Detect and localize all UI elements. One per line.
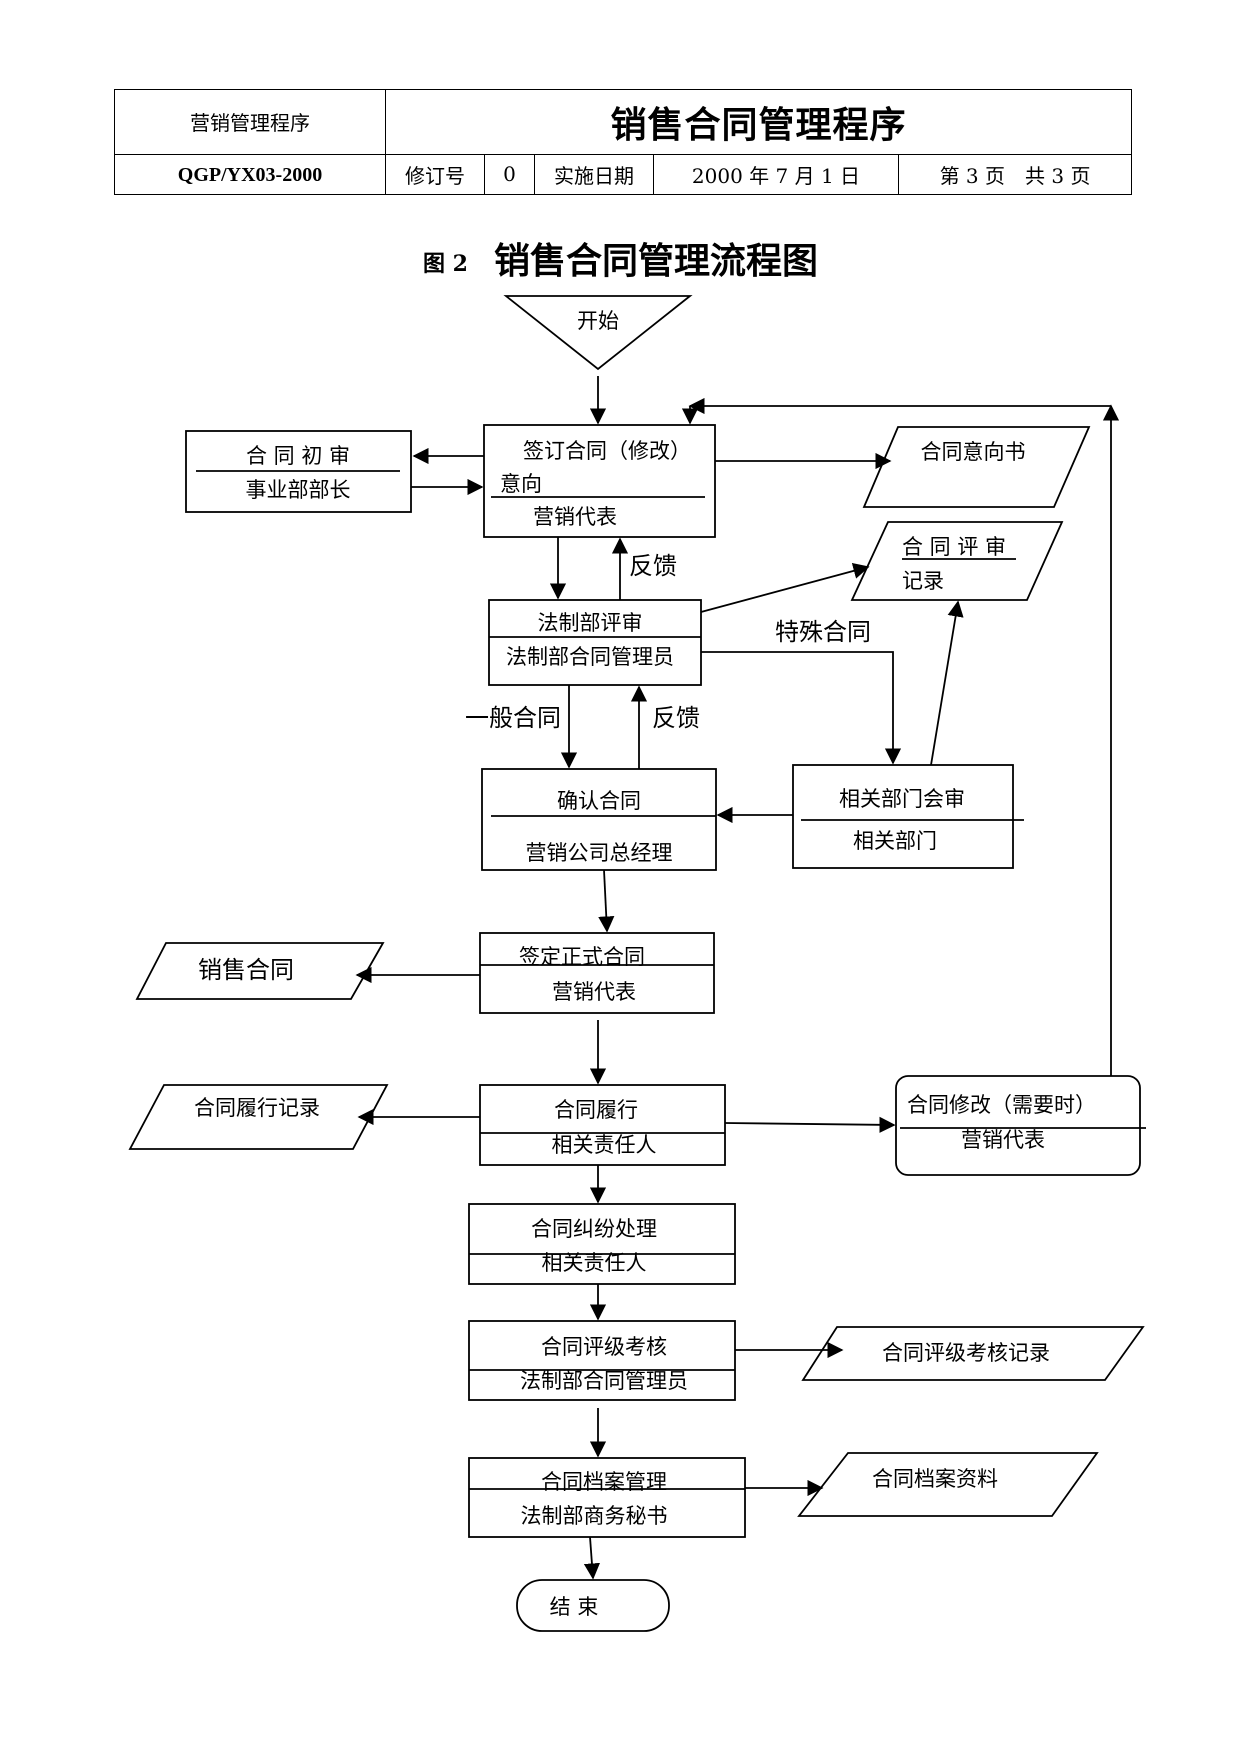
- document-code-cell: QGP/YX03-2000: [114, 153, 386, 196]
- effective-date-value: 2000 年 7 月 1 日: [691, 163, 861, 188]
- perform-title: 合同履行: [554, 1098, 638, 1122]
- prelim-review-box: [185, 430, 412, 513]
- document-header-table: 营销管理程序 销售合同管理程序 QGP/YX03-2000 修订号 0 实施日期…: [114, 89, 1133, 196]
- legal-review-box: [488, 599, 702, 686]
- arrow-archive-to-end: [583, 1536, 601, 1580]
- review-record-shape: [850, 521, 1064, 601]
- figure-title-text: 销售合同管理流程图: [493, 240, 818, 282]
- feedback-label-upper: 反馈: [629, 552, 677, 580]
- general-contract-label: 一般合同: [465, 704, 561, 732]
- start-node: [503, 295, 693, 371]
- revision-value-cell: 0: [484, 153, 535, 196]
- legal-review-title: 法制部评审: [538, 611, 643, 635]
- rating-title: 合同评级考核: [541, 1335, 667, 1359]
- sign-formal-title: 签定正式合同: [519, 945, 645, 969]
- sign-formal-role: 营销代表: [552, 980, 636, 1004]
- sign-intent-title2: 意向: [500, 472, 542, 496]
- dept-review-title: 相关部门会审: [839, 787, 965, 811]
- rating-record-label: 合同评级考核记录: [882, 1341, 1050, 1365]
- confirm-box: [481, 768, 717, 871]
- archive-box: [468, 1457, 746, 1538]
- arrow-legal-special-to-dept: [701, 651, 902, 765]
- modify-title: 合同修改（需要时）: [907, 1093, 1096, 1117]
- confirm-title: 确认合同: [557, 789, 641, 813]
- special-contract-label: 特殊合同: [775, 618, 871, 646]
- sales-contract-shape: [135, 942, 385, 1000]
- dept-review-box: [792, 764, 1014, 869]
- dispute-box: [468, 1203, 736, 1285]
- confirm-role: 营销公司总经理: [526, 841, 673, 865]
- legal-review-role: 法制部合同管理员: [506, 645, 674, 669]
- program-name-cell: 营销管理程序: [114, 89, 386, 155]
- program-name: 营销管理程序: [190, 111, 310, 136]
- end-node: [516, 1579, 670, 1632]
- intent-letter-label: 合同意向书: [921, 440, 1026, 464]
- document-code: QGP/YX03-2000: [177, 163, 323, 186]
- prelim-review-title: 合 同 初 审: [246, 444, 350, 468]
- sign-intent-role: 营销代表: [533, 505, 617, 529]
- document-title: 销售合同管理程序: [610, 103, 907, 146]
- start-label: 开始: [577, 309, 619, 333]
- arrow-perform-to-modify: [724, 1116, 896, 1133]
- dept-review-role: 相关部门: [853, 829, 937, 853]
- perform-role: 相关责任人: [552, 1133, 657, 1157]
- modify-box: [895, 1075, 1141, 1176]
- intent-letter-shape: [862, 426, 1091, 508]
- effective-date-label: 实施日期: [554, 163, 634, 188]
- feedback-label-lower: 反馈: [652, 704, 700, 732]
- arrow-confirm-to-sign-formal: [598, 869, 615, 933]
- review-record-line2: 记录: [902, 569, 944, 593]
- perform-box: [479, 1084, 726, 1166]
- rating-box: [468, 1320, 736, 1401]
- page-info: 第 3 页 共 3 页: [939, 163, 1091, 188]
- prelim-review-role: 事业部部长: [246, 478, 351, 502]
- figure-number: 图 2: [423, 251, 468, 277]
- sign-intent-title: 签订合同（修改）: [523, 439, 691, 463]
- document-title-cell: 销售合同管理程序: [384, 89, 1133, 155]
- revision-label-cell: 修订号: [385, 153, 485, 196]
- dispute-title: 合同纠纷处理: [531, 1217, 657, 1241]
- sign-intent-box: [483, 424, 716, 538]
- rating-role: 法制部合同管理员: [520, 1369, 688, 1393]
- modify-role: 营销代表: [961, 1128, 1045, 1152]
- page-info-cell: 第 3 页 共 3 页: [897, 153, 1133, 196]
- sales-contract-label: 销售合同: [198, 956, 294, 984]
- dispute-role: 相关责任人: [542, 1251, 647, 1275]
- archive-title: 合同档案管理: [541, 1470, 667, 1494]
- perform-record-label: 合同履行记录: [194, 1096, 320, 1120]
- effective-label-cell: 实施日期: [534, 153, 654, 196]
- sign-formal-box: [479, 932, 715, 1014]
- archive-role: 法制部商务秘书: [521, 1504, 668, 1528]
- figure-title: 图 2 销售合同管理流程图: [0, 232, 1241, 284]
- end-label: 结 束: [550, 1595, 599, 1619]
- archive-data-label: 合同档案资料: [872, 1467, 998, 1491]
- perform-record-shape: [128, 1084, 389, 1150]
- revision-label: 修订号: [405, 163, 465, 188]
- review-record-line1: 合 同 评 审: [902, 535, 1006, 559]
- revision-value: 0: [503, 162, 516, 187]
- arrow-legal-to-review-record: [700, 562, 870, 613]
- arrow-dept-to-review-record: [930, 600, 964, 766]
- rating-record-shape: [801, 1326, 1145, 1381]
- effective-value-cell: 2000 年 7 月 1 日: [653, 153, 899, 196]
